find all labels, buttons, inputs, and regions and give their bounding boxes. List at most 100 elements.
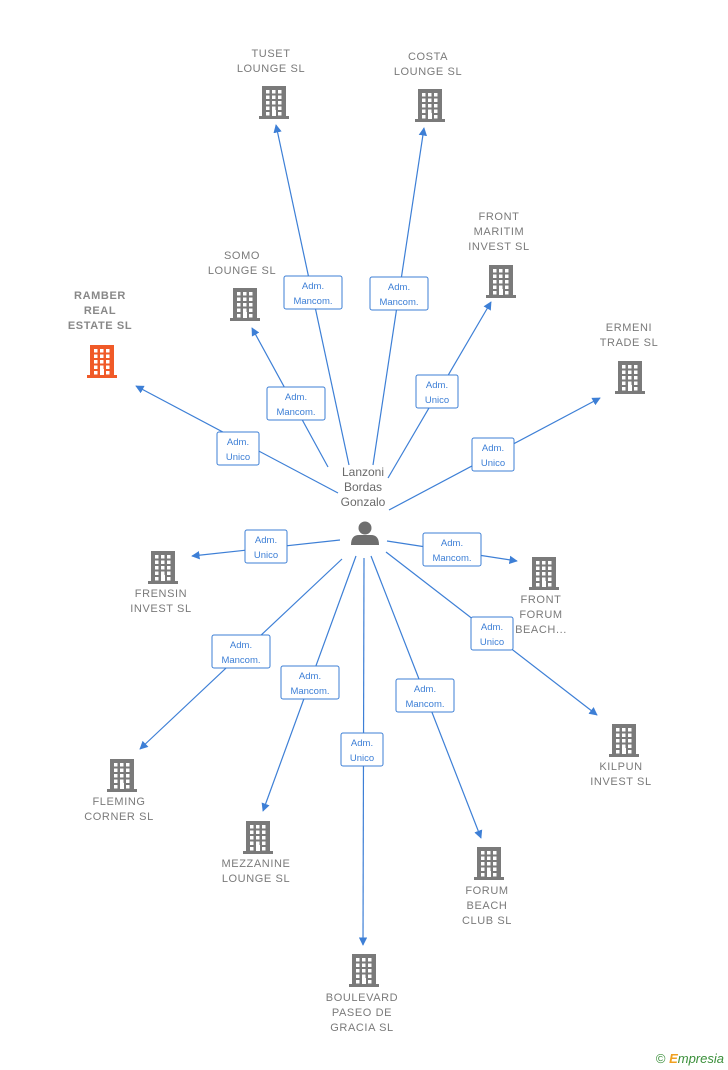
company-name-frensin-line-2: INVEST SL [130, 603, 191, 615]
role-badge-box-ermeni [471, 437, 515, 472]
company-name-ermeni-line-1: ERMENI [606, 322, 652, 334]
company-name-boulevard-line-2: PASEO DE [332, 1007, 392, 1019]
role-badge-box-front-forum [422, 532, 482, 567]
company-node-front-maritim[interactable]: FRONT MARITIM INVEST SL [468, 211, 529, 298]
role-text-frensin-line-2: Unico [254, 550, 278, 561]
company-name-front-maritim-line-2: MARITIM [474, 226, 525, 238]
role-badge-fleming[interactable]: Adm.Mancom. [211, 634, 271, 669]
role-text-front-maritim-line-2: Unico [425, 395, 449, 406]
role-text-costa-line-1: Adm. [388, 282, 410, 293]
role-text-somo-line-1: Adm. [285, 392, 307, 403]
role-badge-mezzanine[interactable]: Adm. Mancom. [280, 665, 340, 700]
role-badge-box-ramber [216, 431, 260, 466]
company-node-somo[interactable]: SOMO LOUNGE SL [208, 250, 276, 321]
company-name-mezzanine-line-1: MEZZANINE [222, 858, 291, 870]
role-badge-ermeni[interactable]: Adm.Unico [471, 437, 515, 472]
company-name-front-forum-line-2: FORUM [519, 609, 562, 621]
company-name-boulevard-line-1: BOULEVARD [326, 992, 398, 1004]
role-badge-kilpun[interactable]: Adm. Unico [470, 616, 514, 651]
role-badge-forum-beach[interactable]: Adm.Mancom. [395, 678, 455, 713]
company-node-front-forum[interactable]: FRONT FORUM BEACH... [515, 557, 567, 636]
company-name-front-maritim-line-3: INVEST SL [468, 241, 529, 253]
role-text-kilpun-line-2: Unico [480, 637, 504, 648]
role-badge-box-fleming [211, 634, 271, 669]
company-node-frensin[interactable]: FRENSIN INVEST SL [130, 551, 191, 615]
role-text-kilpun-line-1: Adm. [481, 622, 503, 633]
company-name-frensin-line-1: FRENSIN [135, 588, 187, 600]
role-badge-front-forum[interactable]: Adm. Mancom. [422, 532, 482, 567]
role-text-mezzanine-line-1: Adm. [299, 671, 321, 682]
role-badge-box-tuset [283, 275, 343, 310]
role-text-ramber-line-2: Unico [226, 452, 250, 463]
role-text-ermeni-line-1: Adm. [482, 443, 504, 454]
role-text-tuset-line-1: Adm. [302, 281, 324, 292]
role-badge-boulevard[interactable]: Adm.Unico [340, 732, 384, 767]
somo-building-icon [230, 288, 260, 321]
person-icon [351, 521, 379, 545]
person-name-line-2: Bordas [344, 480, 382, 494]
role-badge-somo[interactable]: Adm. Mancom. [266, 386, 326, 421]
company-name-costa-line-2: LOUNGE SL [394, 66, 462, 78]
role-text-costa-line-2: Mancom. [379, 297, 418, 308]
company-node-fleming[interactable]: FLEMING CORNER SL [84, 759, 154, 823]
frensin-building-icon [148, 551, 178, 584]
mezzanine-building-icon [243, 821, 273, 854]
company-name-fleming-line-2: CORNER SL [84, 811, 154, 823]
role-badge-box-somo [266, 386, 326, 421]
company-name-front-forum-line-1: FRONT [521, 594, 562, 606]
role-badge-box-boulevard [340, 732, 384, 767]
person-name-line-1: Lanzoni [342, 465, 384, 479]
role-text-fleming-line-1: Adm. [230, 640, 252, 651]
company-name-boulevard-line-3: GRACIA SL [330, 1022, 393, 1034]
kilpun-building-icon [609, 724, 639, 757]
company-name-ramber-line-2: REAL [84, 305, 116, 317]
company-name-costa-line-1: COSTA [408, 51, 448, 63]
company-name-front-maritim-line-1: FRONT [479, 211, 520, 223]
brand-logo-initial: E [669, 1051, 678, 1066]
company-node-boulevard[interactable]: BOULEVARD PASEO DE GRACIA SL [326, 954, 398, 1034]
company-name-forum-beach-line-3: CLUB SL [462, 915, 512, 927]
company-node-costa[interactable]: COSTA LOUNGE SL [394, 51, 462, 122]
front-maritim-building-icon [486, 265, 516, 298]
roles-layer: Adm.Mancom.Adm.Mancom.Adm.UnicoAdm.Manco… [211, 275, 515, 767]
role-text-frensin-line-1: Adm. [255, 535, 277, 546]
role-badge-costa[interactable]: Adm. Mancom. [369, 276, 429, 311]
company-name-front-forum-line-3: BEACH... [515, 624, 567, 636]
role-badge-frensin[interactable]: Adm. Unico [244, 529, 288, 564]
forum-beach-building-icon [474, 847, 504, 880]
role-text-front-forum-line-2: Mancom. [432, 553, 471, 564]
front-forum-building-icon [529, 557, 559, 590]
company-node-ramber[interactable]: RAMBER REAL ESTATE SL [68, 290, 132, 378]
role-text-ramber-line-1: Adm. [227, 437, 249, 448]
company-name-somo-line-1: SOMO [224, 250, 260, 262]
role-text-front-maritim-line-1: Adm. [426, 380, 448, 391]
company-name-fleming-line-1: FLEMING [92, 796, 145, 808]
company-name-tuset-line-2: LOUNGE SL [237, 63, 305, 75]
person-node[interactable]: Lanzoni Bordas Gonzalo [341, 465, 386, 545]
role-badge-tuset[interactable]: Adm.Mancom. [283, 275, 343, 310]
role-badge-box-front-maritim [415, 374, 459, 409]
company-name-ramber-line-1: RAMBER [74, 290, 126, 302]
company-name-ermeni-line-2: TRADE SL [600, 337, 659, 349]
company-node-ermeni[interactable]: ERMENI TRADE SL [600, 322, 659, 394]
company-name-somo-line-2: LOUNGE SL [208, 265, 276, 277]
role-badge-front-maritim[interactable]: Adm. Unico [415, 374, 459, 409]
role-badge-box-frensin [244, 529, 288, 564]
role-badge-box-mezzanine [280, 665, 340, 700]
role-text-mezzanine-line-2: Mancom. [290, 686, 329, 697]
role-badge-box-kilpun [470, 616, 514, 651]
company-name-forum-beach-line-2: BEACH [467, 900, 508, 912]
company-name-ramber-line-3: ESTATE SL [68, 320, 132, 332]
role-badge-ramber[interactable]: Adm. Unico [216, 431, 260, 466]
role-text-somo-line-2: Mancom. [276, 407, 315, 418]
role-text-front-forum-line-1: Adm. [441, 538, 463, 549]
role-text-forum-beach-line-2: Mancom. [405, 699, 444, 710]
ramber-building-icon [87, 345, 117, 378]
person-name-line-3: Gonzalo [341, 495, 386, 509]
